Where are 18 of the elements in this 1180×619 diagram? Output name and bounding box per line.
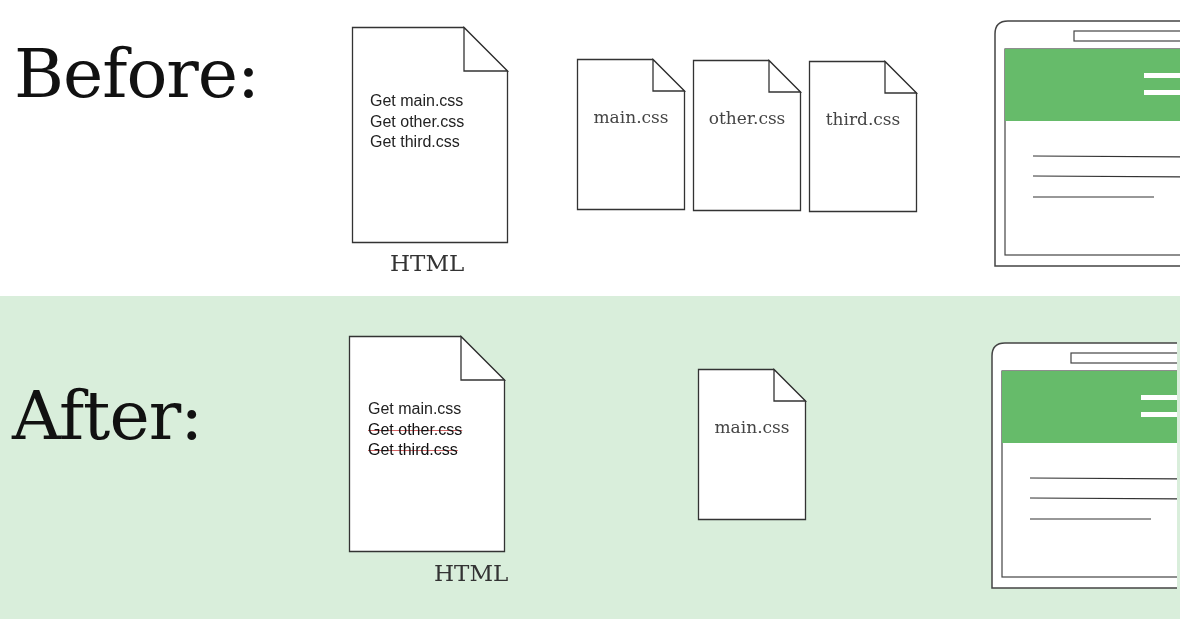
file-document — [698, 369, 806, 520]
row-heading: Before: — [14, 36, 259, 112]
file-document — [577, 59, 685, 210]
file-name: other.css — [707, 108, 787, 128]
file-type-label: HTML — [434, 560, 509, 586]
request-line: Get third.css — [370, 132, 461, 152]
request-line: Get main.css — [368, 399, 463, 419]
file-document — [352, 27, 508, 243]
file-name: third.css — [824, 109, 902, 129]
request-line: Get other.css — [370, 111, 466, 132]
row-heading: After: — [12, 378, 203, 454]
request-line: Get main.css — [370, 91, 465, 111]
file-document — [809, 61, 917, 212]
file-name: main.css — [592, 107, 670, 127]
file-name: main.css — [713, 417, 791, 437]
file-type-label: HTML — [390, 250, 465, 276]
file-document — [349, 336, 505, 552]
file-document — [693, 60, 801, 211]
